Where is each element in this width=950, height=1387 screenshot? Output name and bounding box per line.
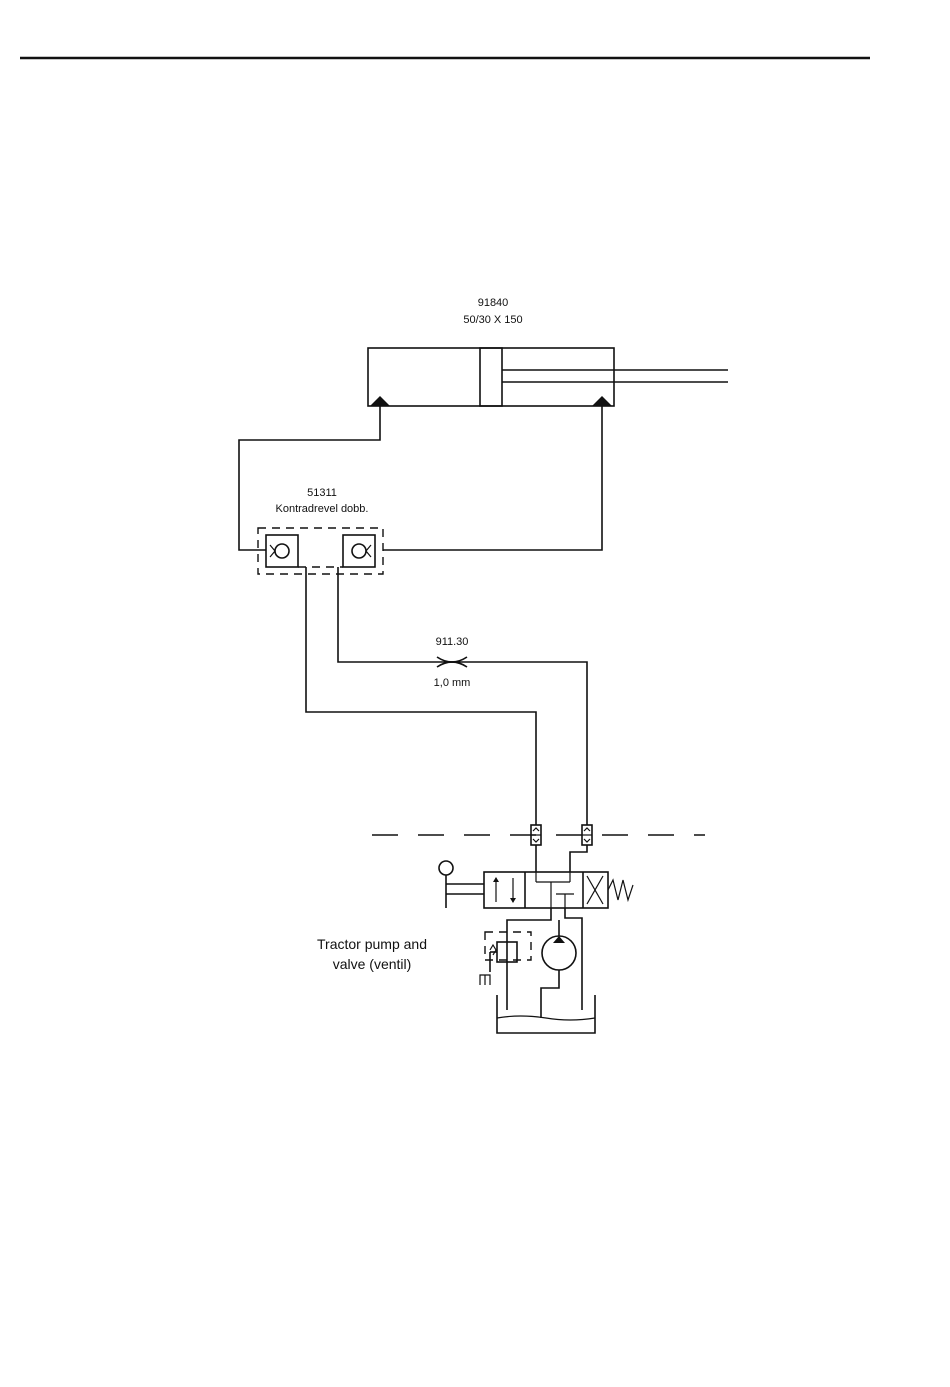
valve-port-line-b [570, 845, 587, 872]
cylinder-dims-label: 50/30 X 150 [463, 314, 522, 326]
tractor-label-line1: Tractor pump and [317, 936, 427, 952]
relief-valve [480, 932, 531, 985]
valve-id-label: 51311 [307, 487, 337, 499]
cylinder-id-label: 91840 [478, 297, 509, 309]
quick-coupling-b [582, 825, 592, 845]
hydraulic-cylinder [368, 348, 728, 406]
pump-circuit [507, 908, 582, 1018]
restrictor-size-label: 1,0 mm [434, 677, 471, 689]
restrictor-id-label: 911.30 [436, 636, 469, 648]
reservoir-tank [497, 995, 595, 1033]
counterbalance-valve [258, 528, 383, 574]
valve-name-label: Kontradrevel dobb. [276, 503, 369, 515]
supply-lines [306, 567, 587, 825]
quick-coupling-a [531, 825, 541, 845]
tractor-label-line2: valve (ventil) [333, 956, 412, 972]
